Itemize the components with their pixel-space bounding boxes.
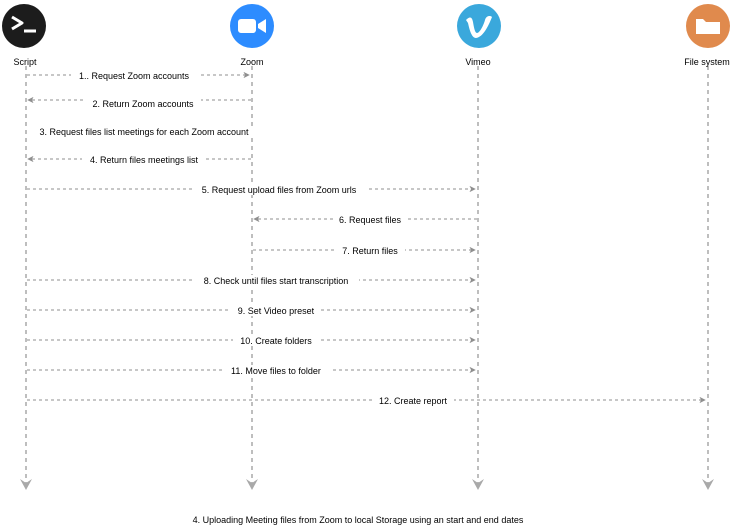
message-label: 11. Move files to folder xyxy=(231,366,321,376)
message-label: 12. Create report xyxy=(379,396,448,406)
lifeline-end-script xyxy=(20,479,32,490)
message-6: 6. Request files xyxy=(253,214,477,225)
actor-file-system: File system xyxy=(684,4,730,67)
actor-label-zoom: Zoom xyxy=(240,57,263,67)
message-label: 7. Return files xyxy=(342,246,398,256)
lifeline-end-vimeo xyxy=(472,479,484,490)
message-5: 5. Request upload files from Zoom urls xyxy=(27,184,476,195)
actor-label-script: Script xyxy=(13,57,37,67)
vimeo-icon xyxy=(457,4,501,48)
message-label: 8. Check until files start transcription xyxy=(204,276,349,286)
message-7: 7. Return files xyxy=(253,245,476,256)
message-8: 8. Check until files start transcription xyxy=(27,275,476,286)
diagram-caption: 4. Uploading Meeting files from Zoom to … xyxy=(193,515,524,525)
message-label: 3. Request files list meetings for each … xyxy=(39,127,249,137)
lifeline-ends xyxy=(20,479,714,490)
message-3: 3. Request files list meetings for each … xyxy=(27,126,261,137)
message-label: 2. Return Zoom accounts xyxy=(92,99,194,109)
lifeline-end-file-system xyxy=(702,479,714,490)
message-label: 4. Return files meetings list xyxy=(90,155,199,165)
message-11: 11. Move files to folder xyxy=(27,365,476,376)
actor-label-vimeo: Vimeo xyxy=(465,57,490,67)
actor-script: Script xyxy=(2,4,46,67)
terminal-icon xyxy=(2,4,46,48)
messages: 1.. Request Zoom accounts 2. Return Zoom… xyxy=(27,70,706,406)
message-label: 10. Create folders xyxy=(240,336,312,346)
actor-zoom: Zoom xyxy=(230,4,274,67)
folder-icon xyxy=(686,4,730,48)
message-2: 2. Return Zoom accounts xyxy=(27,96,251,109)
actor-label-file-system: File system xyxy=(684,57,730,67)
message-label: 1.. Request Zoom accounts xyxy=(79,71,190,81)
message-label: 6. Request files xyxy=(339,215,402,225)
message-12: 12. Create report xyxy=(27,395,706,406)
message-1: 1.. Request Zoom accounts xyxy=(27,70,250,81)
lifeline-end-zoom xyxy=(246,479,258,490)
message-9: 9. Set Video preset xyxy=(27,305,476,316)
message-label: 9. Set Video preset xyxy=(238,306,315,316)
zoom-camera-icon xyxy=(230,4,274,48)
message-label: 5. Request upload files from Zoom urls xyxy=(202,185,357,195)
message-4: 4. Return files meetings list xyxy=(27,154,251,165)
actor-vimeo: Vimeo xyxy=(457,4,501,67)
message-10: 10. Create folders xyxy=(27,335,476,346)
